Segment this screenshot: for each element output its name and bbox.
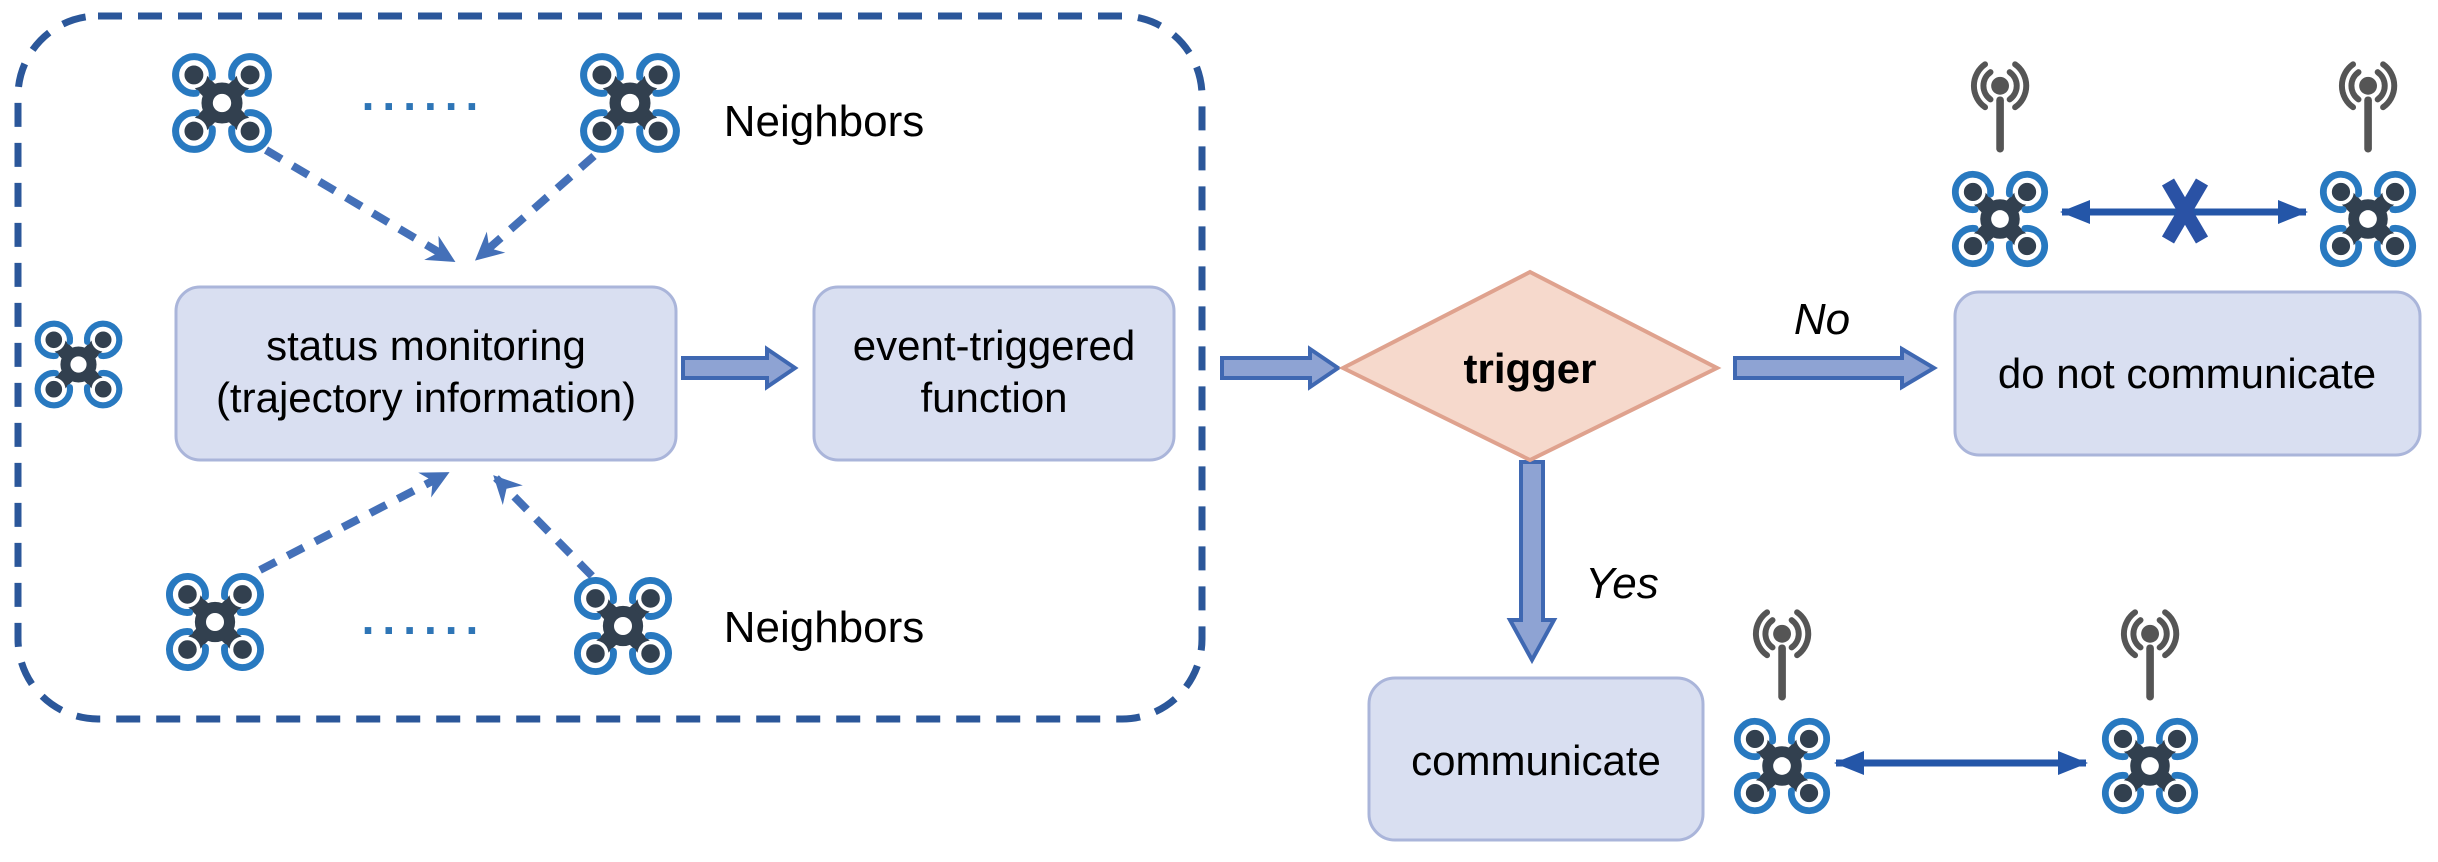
yes-branch-label: Yes xyxy=(1585,559,1658,608)
drone-icon xyxy=(577,580,668,671)
do-not-communicate-label: do not communicate xyxy=(1998,350,2376,397)
flow-arrow-no-branch xyxy=(1733,345,1938,391)
trigger-diamond xyxy=(1338,269,1722,463)
trigger-label: trigger xyxy=(1463,345,1596,392)
neighbors-label-top: Neighbors xyxy=(724,97,925,146)
drone-icon xyxy=(2323,174,2412,263)
event-box-label-line1: event-triggered xyxy=(853,322,1136,369)
communicate-label: communicate xyxy=(1411,737,1661,784)
status-box-label-line1: status monitoring xyxy=(266,322,586,369)
drone-icon xyxy=(584,57,677,150)
status-box-label-line2: (trajectory information) xyxy=(216,374,636,421)
ellipsis-dots-bottom: ...... xyxy=(362,592,487,644)
neighbor-arrow-top-right xyxy=(474,152,597,262)
event-function-box xyxy=(812,285,1176,462)
blocked-x-icon xyxy=(2161,178,2209,244)
communicate-box xyxy=(1367,676,1705,842)
antenna-icon xyxy=(2342,64,2394,152)
event-box-label-line2: function xyxy=(920,374,1067,421)
drone-icon xyxy=(1737,721,1826,810)
do-not-communicate-box xyxy=(1953,290,2422,457)
drone-icon xyxy=(2105,721,2194,810)
ellipsis-dots-top: ...... xyxy=(362,68,487,120)
neighbor-arrow-bottom-left xyxy=(258,470,450,574)
neighbors-label-bottom: Neighbors xyxy=(724,603,925,652)
drone-icon xyxy=(1955,174,2044,263)
flow-arrow-to-trigger xyxy=(1220,345,1342,391)
drone-icon xyxy=(169,576,260,667)
neighbor-arrow-bottom-right xyxy=(493,475,595,579)
drone-icon xyxy=(38,324,120,406)
neighbors-enclosure-border xyxy=(14,12,1206,723)
neighbor-arrow-top-left xyxy=(263,146,456,264)
no-branch-label: No xyxy=(1794,295,1850,344)
antenna-icon xyxy=(1756,612,1808,700)
antenna-icon xyxy=(1974,64,2026,152)
flow-arrow-status-to-event xyxy=(681,345,799,391)
flow-arrow-yes-branch xyxy=(1506,460,1558,665)
status-monitoring-box xyxy=(174,285,678,462)
antenna-icon xyxy=(2124,612,2176,700)
drone-icon xyxy=(176,57,269,150)
